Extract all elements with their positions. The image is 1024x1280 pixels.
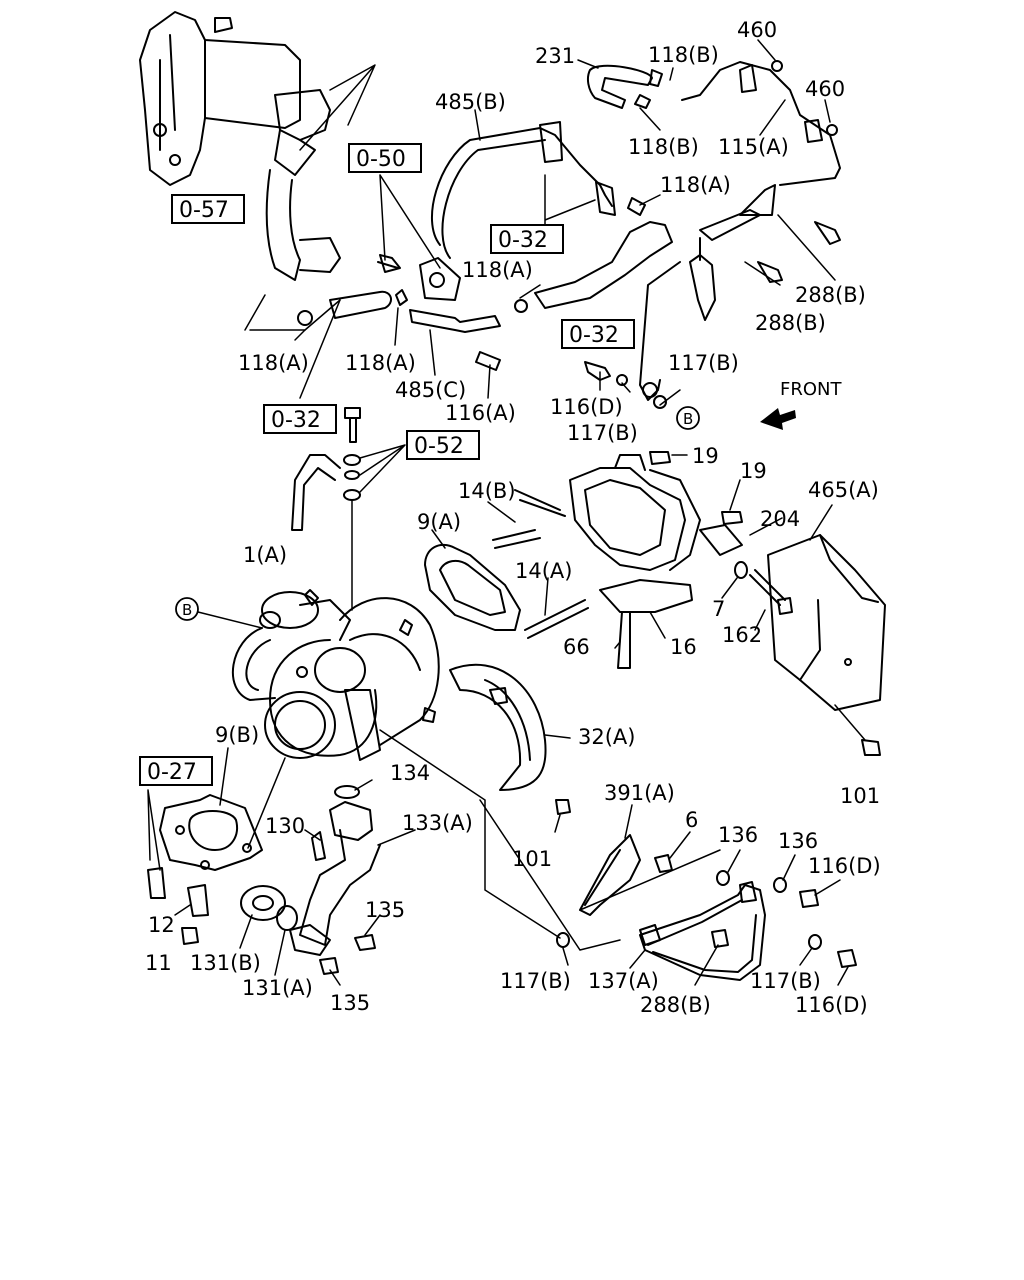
label-9b: 9(B) [215, 723, 259, 747]
label-135: 135 [365, 898, 405, 922]
coolant-hoses [297, 61, 841, 401]
label-118a: 118(A) [345, 351, 416, 375]
label-115a: 115(A) [718, 135, 789, 159]
label-6: 6 [685, 808, 698, 832]
label-19: 19 [692, 444, 719, 468]
marker-b: B [182, 601, 192, 619]
label-16: 16 [670, 635, 697, 659]
label-117b: 117(B) [750, 969, 821, 993]
label-133a: 133(A) [402, 811, 473, 835]
exhaust-manifold [139, 11, 341, 281]
oil-return-bracket [379, 729, 857, 981]
front-label: FRONT [780, 379, 842, 400]
label-19: 19 [740, 459, 767, 483]
ref-box-0-52: 0-52 [414, 434, 464, 459]
label-116d: 116(D) [795, 993, 868, 1017]
ref-box-0-27: 0-27 [147, 760, 197, 785]
label-116d: 116(D) [550, 395, 623, 419]
ref-box-0-32: 0-32 [569, 323, 619, 348]
label-485b: 485(B) [435, 90, 506, 114]
label-14b: 14(B) [458, 479, 516, 503]
marker-b: B [683, 410, 693, 428]
label-288b: 288(B) [640, 993, 711, 1017]
part-labels: 460 231 118(B) 460 485(B) 118(B) 115(A) … [145, 18, 881, 1017]
label-485c: 485(C) [395, 378, 466, 402]
leader-lines-top [294, 39, 836, 406]
label-231: 231 [535, 44, 575, 68]
front-arrow-icon [760, 408, 796, 430]
label-460: 460 [737, 18, 777, 42]
front-direction: FRONT [760, 379, 842, 430]
ref-box-0-57: 0-57 [179, 198, 229, 223]
heat-shield [767, 504, 886, 756]
turbine-outlet-elbow [424, 451, 793, 669]
label-32a: 32(A) [578, 725, 635, 749]
label-14a: 14(A) [515, 559, 572, 583]
label-1a: 1(A) [243, 543, 287, 567]
ref-box-0-32: 0-32 [271, 408, 321, 433]
label-118a: 118(A) [660, 173, 731, 197]
label-391a: 391(A) [604, 781, 675, 805]
label-118b: 118(B) [628, 135, 699, 159]
label-11: 11 [145, 951, 172, 975]
label-288b: 288(B) [795, 283, 866, 307]
label-162: 162 [722, 623, 762, 647]
label-116a: 116(A) [445, 401, 516, 425]
label-118a: 118(A) [462, 258, 533, 282]
label-136: 136 [778, 829, 818, 853]
label-117b: 117(B) [500, 969, 571, 993]
reference-boxes: 0-57 0-50 0-32 0-32 0-32 0-52 0-27 [139, 143, 635, 786]
label-118a: 118(A) [238, 351, 309, 375]
label-66: 66 [563, 635, 590, 659]
label-135: 135 [330, 991, 370, 1015]
turbocharger [232, 589, 440, 761]
label-460: 460 [805, 77, 845, 101]
ref-box-0-32: 0-32 [498, 228, 548, 253]
label-465a: 465(A) [808, 478, 879, 502]
turbo-heat-shield [449, 663, 571, 833]
label-131b: 131(B) [190, 951, 261, 975]
compressor-outlet-parts [147, 785, 381, 975]
label-137a: 137(A) [588, 969, 659, 993]
label-117b: 117(B) [567, 421, 638, 445]
connection-markers: B B [175, 406, 700, 629]
label-131a: 131(A) [242, 976, 313, 1000]
label-117b: 117(B) [668, 351, 739, 375]
label-9a: 9(A) [417, 510, 461, 534]
label-136: 136 [718, 823, 758, 847]
ref-box-0-50: 0-50 [356, 147, 406, 172]
label-130: 130 [265, 814, 305, 838]
label-118b: 118(B) [648, 43, 719, 67]
label-204: 204 [760, 507, 800, 531]
label-116d: 116(D) [808, 854, 881, 878]
label-288b: 288(B) [755, 311, 826, 335]
label-101: 101 [512, 847, 552, 871]
oil-feed-pipe [291, 407, 406, 611]
label-12: 12 [148, 913, 175, 937]
label-134: 134 [390, 761, 430, 785]
label-7: 7 [712, 597, 725, 621]
label-101: 101 [840, 784, 880, 808]
